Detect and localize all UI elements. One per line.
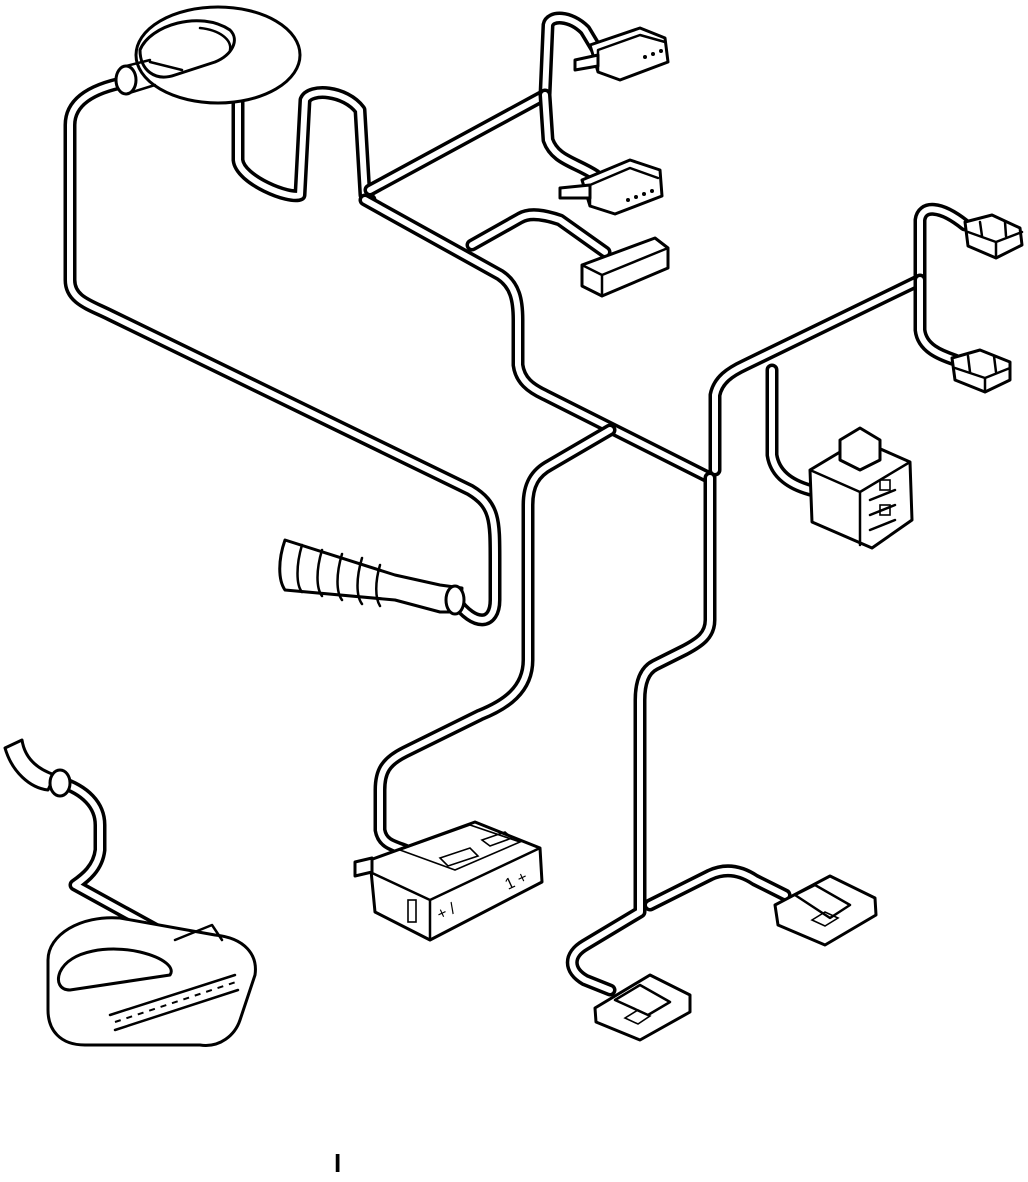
- reference-label: I: [334, 1148, 342, 1178]
- connector-right-upper: [963, 213, 1024, 260]
- connector-top-upper: [573, 26, 670, 82]
- boot-connector: [278, 538, 466, 616]
- grommet: [114, 5, 302, 105]
- cable-diagnostic-plug: [53, 775, 182, 947]
- connector-bottom-left: [593, 973, 692, 1042]
- connector-bottom-right: [773, 874, 878, 947]
- relay-block: [808, 426, 914, 550]
- fuse-mark-left: + /: [435, 900, 459, 923]
- connector-right-lower: [950, 348, 1012, 394]
- diagnostic-connector: [3, 738, 257, 1047]
- flat-connector: [580, 236, 670, 298]
- fuse-box: + / 1 +: [353, 820, 544, 942]
- connector-top-lower: [558, 158, 664, 216]
- cable-to-fusebox: [373, 423, 617, 857]
- harness-cables: [53, 11, 972, 997]
